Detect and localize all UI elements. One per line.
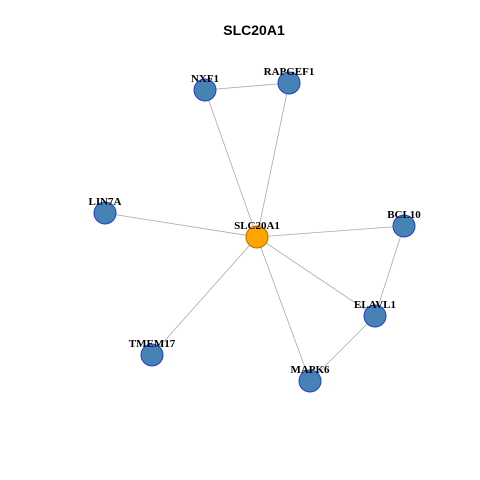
edge-slc20a1-elavl1 <box>256 236 376 317</box>
node-mapk6 <box>298 369 322 393</box>
node-layer <box>93 71 416 393</box>
edge-slc20a1-rapgef1 <box>256 82 290 238</box>
edge-slc20a1-nxf1 <box>204 89 258 238</box>
node-label-slc20a1: SLC20A1 <box>234 220 280 232</box>
edge-bcl10-elavl1 <box>374 225 405 317</box>
node-label-mapk6: MAPK6 <box>290 364 330 376</box>
edge-slc20a1-mapk6 <box>256 236 311 382</box>
node-nxf1 <box>193 78 217 102</box>
node-elavl1 <box>363 304 387 328</box>
node-slc20a1 <box>245 225 269 249</box>
node-label-tmem17: TMEM17 <box>129 338 176 350</box>
edge-slc20a1-lin7a <box>104 212 258 238</box>
node-tmem17 <box>140 343 164 367</box>
node-label-lin7a: LIN7A <box>88 196 121 208</box>
edge-slc20a1-tmem17 <box>151 236 258 356</box>
diagram-title: SLC20A1 <box>223 22 285 38</box>
node-label-rapgef1: RAPGEF1 <box>264 66 315 78</box>
edge-elavl1-mapk6 <box>309 315 376 382</box>
node-label-elavl1: ELAVL1 <box>354 299 396 311</box>
edge-slc20a1-bcl10 <box>256 225 405 238</box>
node-label-bcl10: BCL10 <box>387 209 421 221</box>
node-lin7a <box>93 201 117 225</box>
edge-layer <box>104 82 405 382</box>
node-label-nxf1: NXF1 <box>191 73 219 85</box>
edge-nxf1-rapgef1 <box>204 82 290 91</box>
node-rapgef1 <box>277 71 301 95</box>
node-bcl10 <box>392 214 416 238</box>
